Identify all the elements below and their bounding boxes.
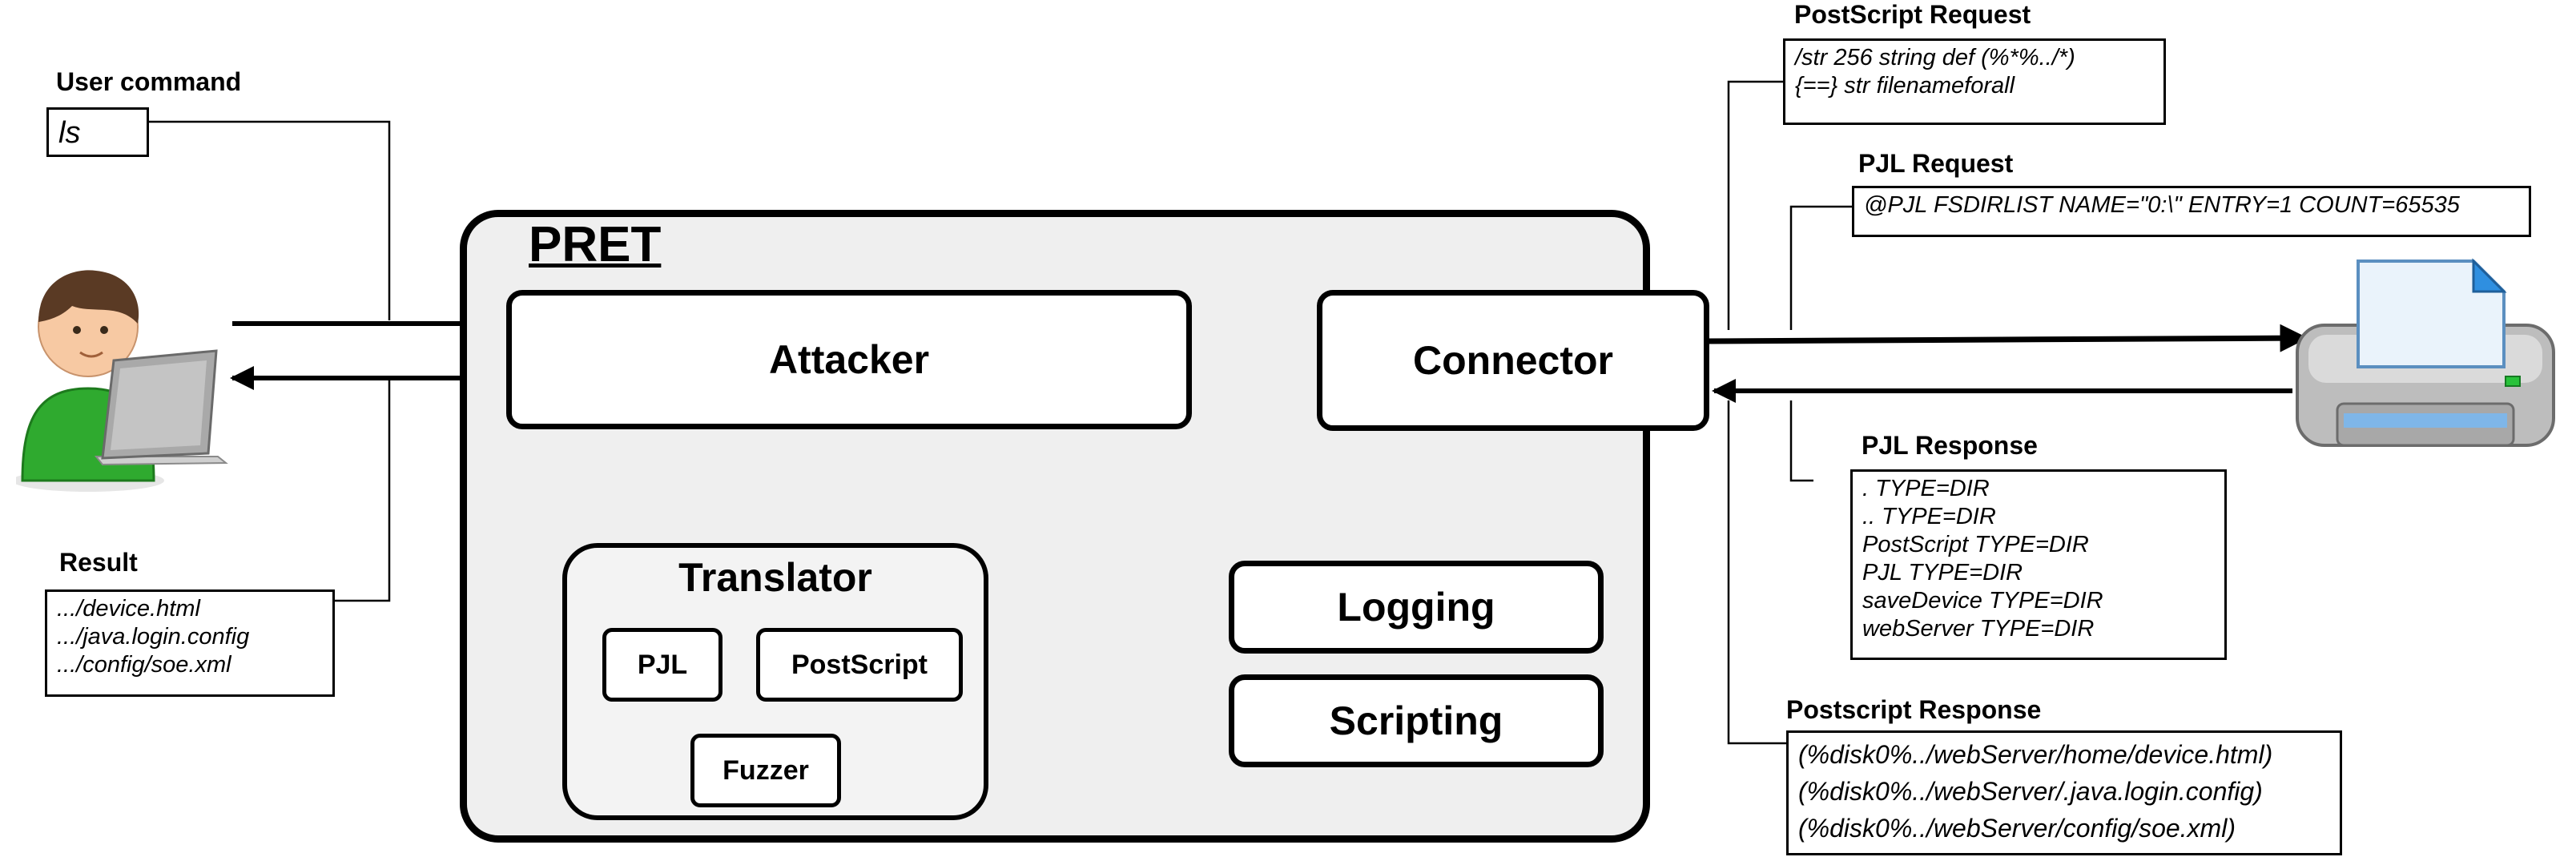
user-command-value: ls	[58, 116, 81, 150]
result-output: .../device.html .../java.login.config ..…	[45, 589, 335, 697]
postscript-request-box: /str 256 string def (%*%../*) {==} str f…	[1783, 38, 2166, 125]
pret-title: PRET	[529, 217, 662, 272]
postscript-submodule[interactable]: PostScript	[756, 628, 963, 702]
connector-module[interactable]: Connector	[1317, 290, 1709, 431]
scripting-module[interactable]: Scripting	[1229, 674, 1604, 767]
pjl-response-label: PJL Response	[1862, 431, 2038, 460]
result-line: .../java.login.config	[57, 624, 250, 650]
pjl-request-label: PJL Request	[1858, 149, 2014, 178]
postscript-request-label: PostScript Request	[1794, 0, 2031, 29]
fuzzer-submodule[interactable]: Fuzzer	[690, 734, 841, 807]
response-line: . TYPE=DIR	[1862, 476, 1990, 501]
printer-icon	[2296, 258, 2555, 447]
result-line: .../device.html	[57, 596, 200, 622]
response-line: webServer TYPE=DIR	[1862, 616, 2095, 642]
user-command-input[interactable]: ls	[46, 107, 149, 157]
pjl-request-box: @PJL FSDIRLIST NAME="0:\" ENTRY=1 COUNT=…	[1852, 186, 2531, 237]
request-line: @PJL FSDIRLIST NAME="0:\" ENTRY=1 COUNT=…	[1864, 192, 2460, 218]
logging-module[interactable]: Logging	[1229, 561, 1604, 654]
user-command-label: User command	[56, 67, 242, 96]
response-line: (%disk0%../webServer/config/soe.xml)	[1798, 814, 2236, 843]
response-line: (%disk0%../webServer/home/device.html)	[1798, 740, 2273, 769]
user-with-laptop-icon	[16, 270, 228, 492]
pjl-response-box: . TYPE=DIR .. TYPE=DIR PostScript TYPE=D…	[1850, 469, 2227, 660]
result-bracket	[335, 376, 391, 602]
pjl-response-bracket	[1789, 400, 1813, 482]
request-line: /str 256 string def (%*%../*)	[1795, 45, 2075, 70]
response-line: .. TYPE=DIR	[1862, 504, 1996, 529]
result-line: .../config/soe.xml	[57, 652, 231, 678]
pjl-request-bracket	[1789, 205, 1857, 330]
result-label: Result	[59, 548, 138, 577]
attacker-module[interactable]: Attacker	[506, 290, 1192, 429]
postscript-response-label: Postscript Response	[1786, 695, 2042, 724]
pjl-submodule[interactable]: PJL	[602, 628, 722, 702]
request-line: {==} str filenameforall	[1795, 73, 2015, 99]
postscript-response-bracket	[1727, 400, 1793, 745]
response-line: PostScript TYPE=DIR	[1862, 532, 2089, 557]
response-line: (%disk0%../webServer/.java.login.config)	[1798, 777, 2263, 806]
response-line: saveDevice TYPE=DIR	[1862, 588, 2103, 614]
response-line: PJL TYPE=DIR	[1862, 560, 2023, 585]
connector-to-printer-arrow	[1705, 324, 2308, 352]
user-command-bracket	[149, 120, 391, 320]
postscript-response-box: (%disk0%../webServer/home/device.html) (…	[1786, 730, 2342, 855]
translator-title: Translator	[678, 555, 872, 600]
